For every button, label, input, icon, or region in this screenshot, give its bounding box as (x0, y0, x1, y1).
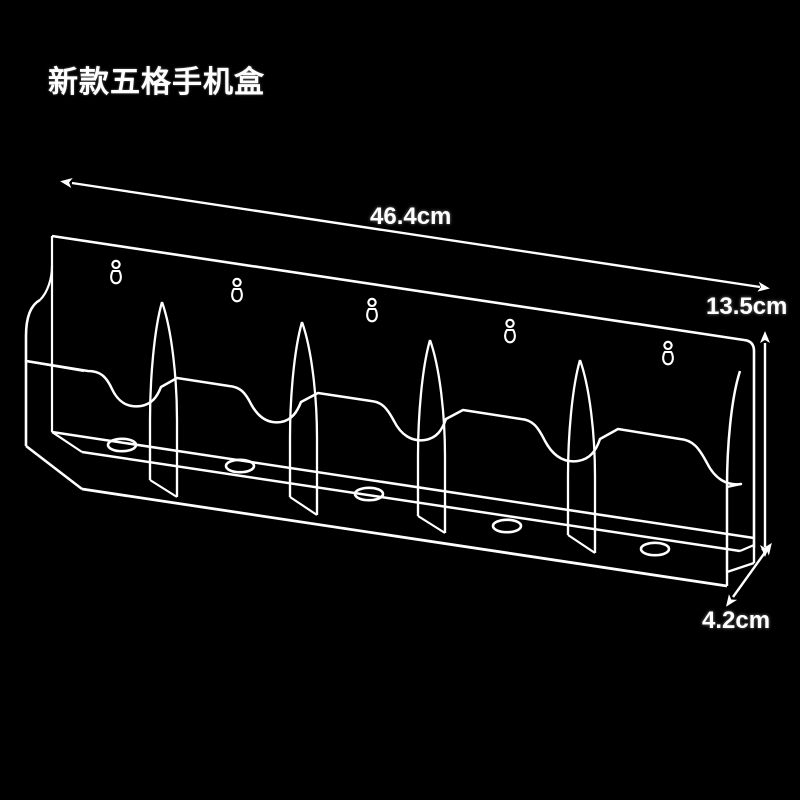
dimension-depth-label: 4.2cm (702, 607, 771, 634)
base-tray (51, 430, 755, 588)
keyhole-slots (110, 259, 674, 366)
right-end-panel (725, 370, 756, 574)
page-title: 新款五格手机盒 (48, 66, 265, 99)
base-divider-ticks (148, 447, 597, 553)
keyhole-icon (231, 277, 243, 303)
base-slot-oval (491, 518, 523, 534)
keyhole-icon (504, 318, 516, 344)
dimension-width (60, 178, 770, 292)
divider-panels (148, 301, 597, 554)
left-end-panel (24, 265, 85, 491)
dimension-width-label: 46.4cm (370, 203, 452, 230)
base-slot-oval (224, 458, 256, 474)
keyhole-icon (662, 340, 674, 366)
dimension-depth (726, 542, 772, 607)
base-slot-oval (639, 541, 671, 557)
keyhole-icon (366, 297, 378, 323)
dimension-height-label: 13.5cm (706, 293, 788, 320)
keyhole-icon (110, 259, 122, 285)
front-scalloped-edge (24, 359, 743, 486)
